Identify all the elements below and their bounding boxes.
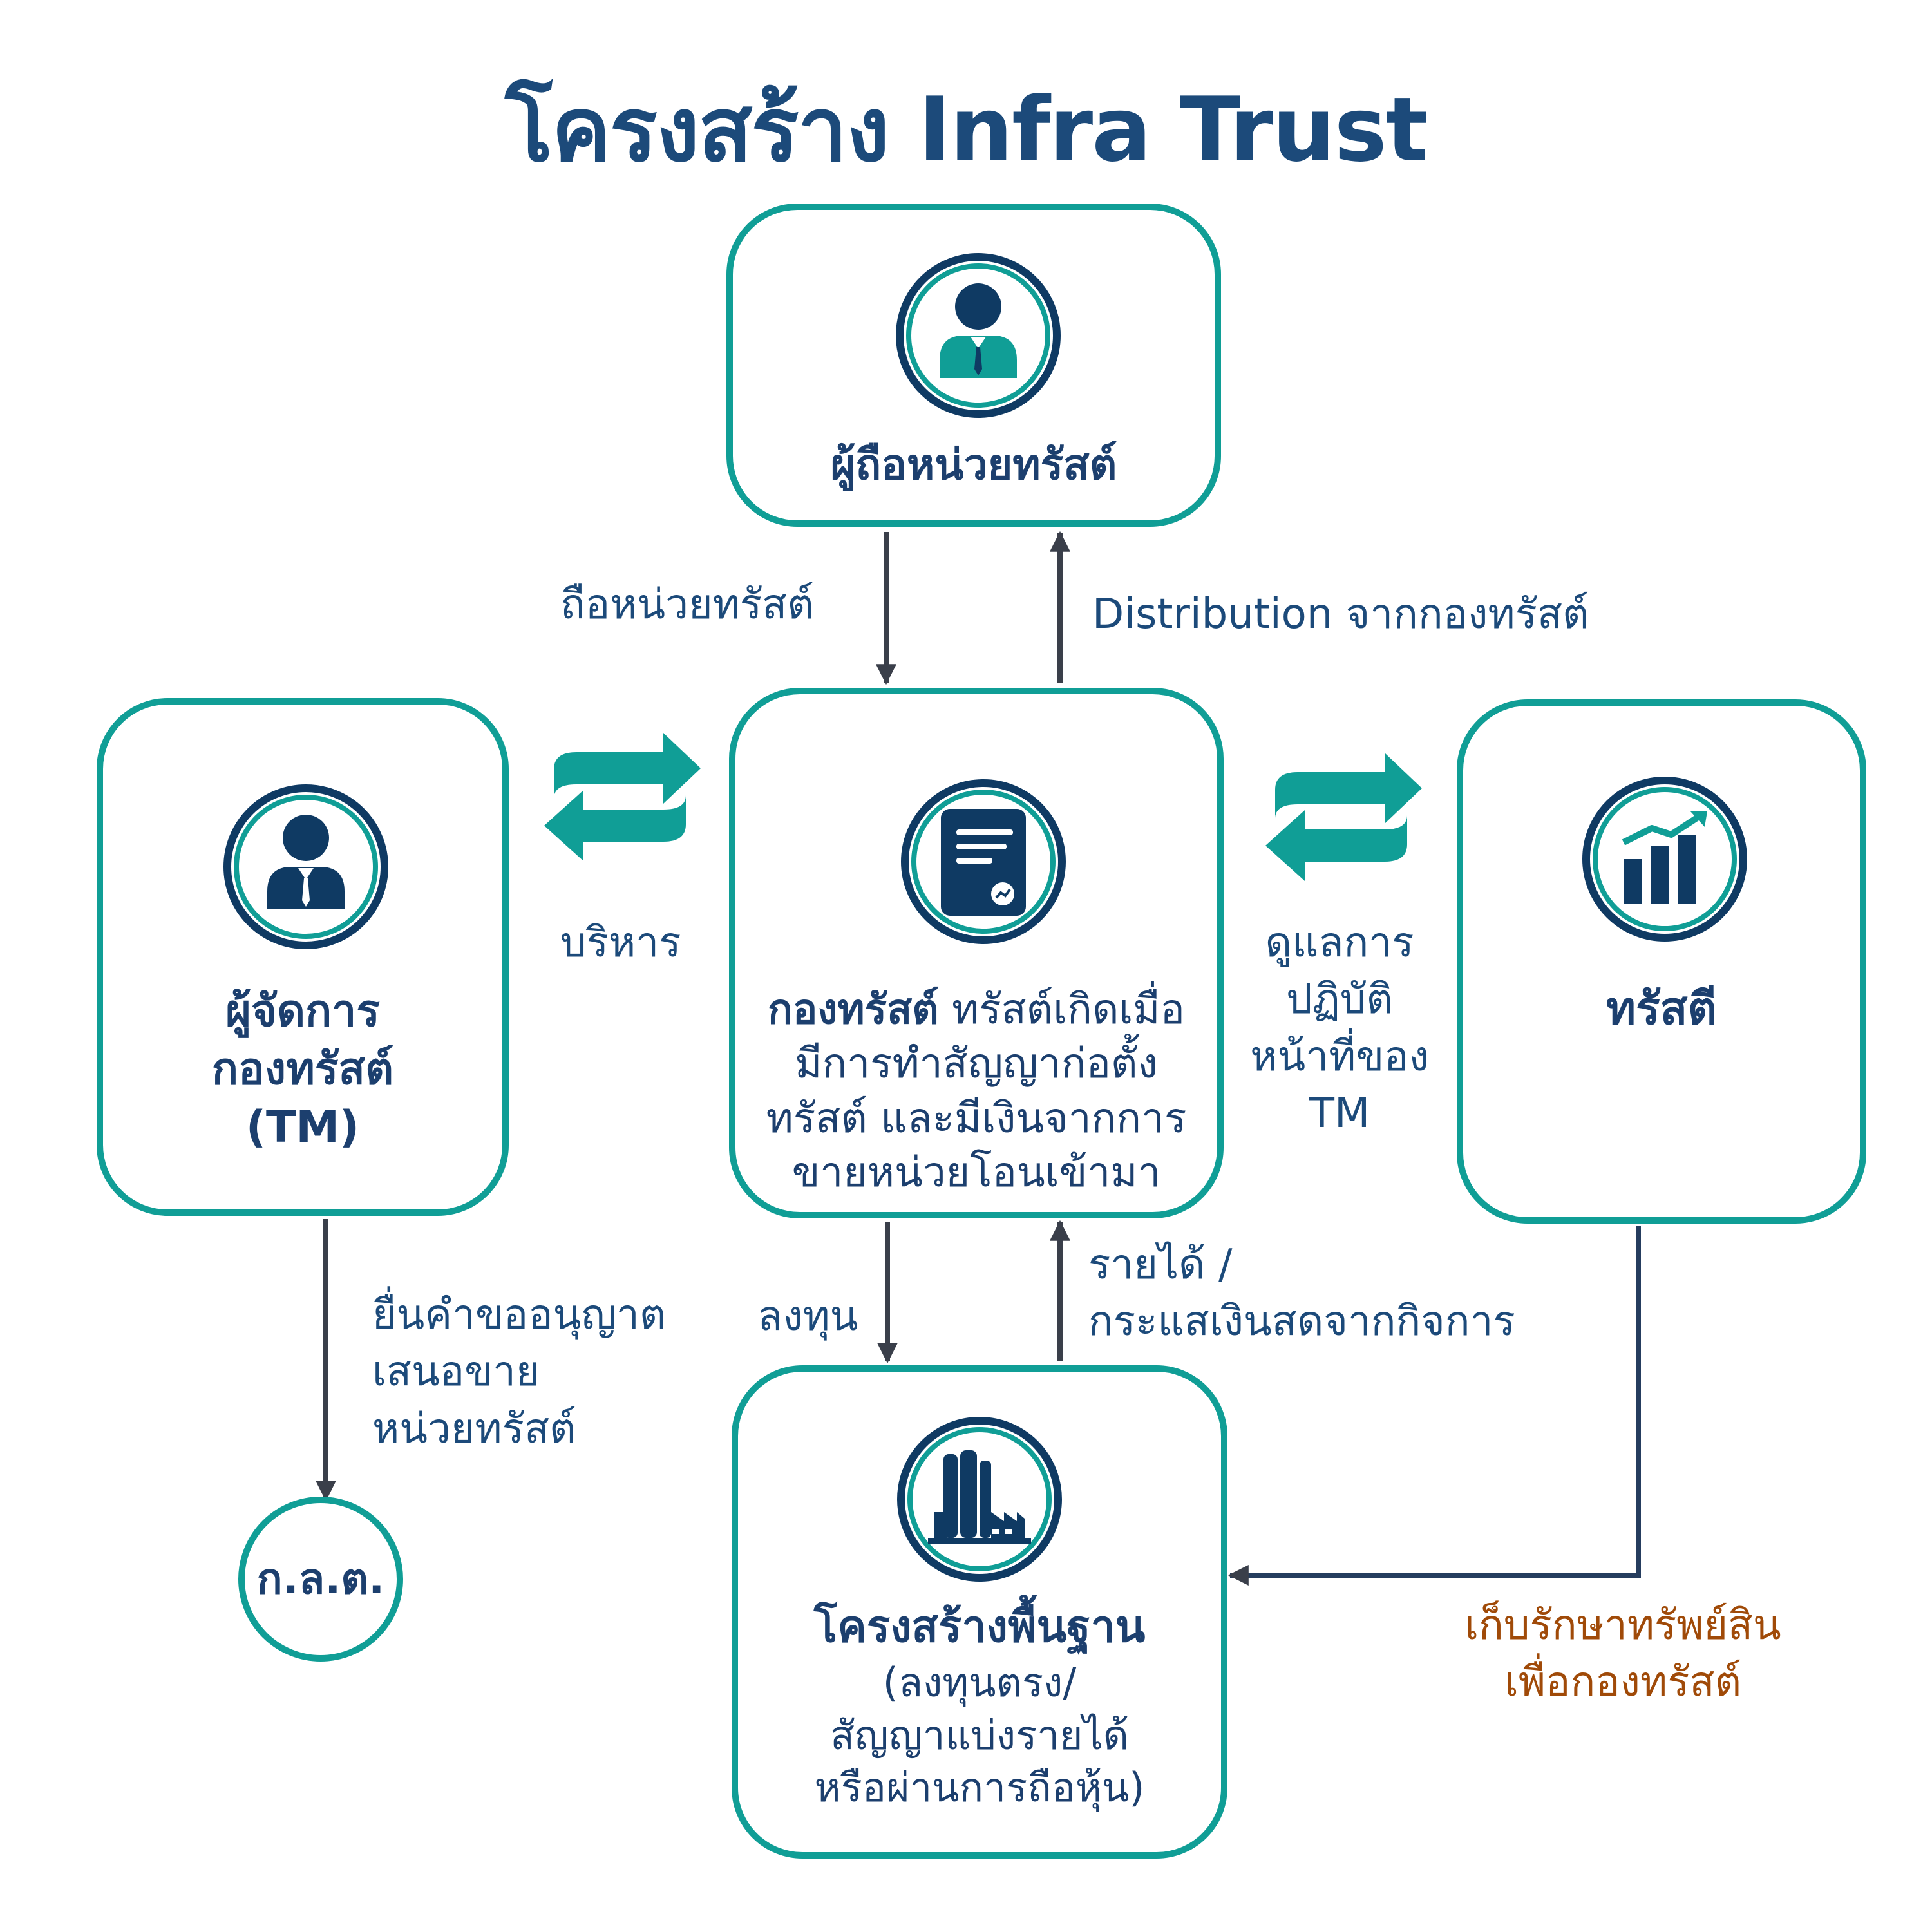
label-oversee: ดูแลการ ปฏิบัติ หน้าที่ของ TM (1250, 919, 1429, 1137)
infrastructure-line4: หรือผ่านการถือหุ้น) (814, 1764, 1145, 1812)
trust-fund-line1: ทรัสต์เกิดเมื่อ (938, 986, 1185, 1034)
label-distribution: Distribution จากกองทรัสต์ (1092, 591, 1589, 638)
infrastructure-line3: สัญญาแบ่งรายได้ (830, 1711, 1129, 1759)
node-unitholders: ผู้ถือหน่วยทรัสต์ (726, 204, 1221, 527)
node-trust-manager: ผู้จัดการ กองทรัสต์ (TM) (97, 698, 509, 1216)
infrastructure-title: โครงสร้างพื้นฐาน (813, 1602, 1146, 1653)
label-invest: ลงทุน (757, 1293, 858, 1340)
unitholders-label: ผู้ถือหน่วยทรัสต์ (830, 440, 1117, 489)
trust-fund-line3: ทรัสต์ และมีเงินจากการ (766, 1094, 1187, 1142)
node-sec: ก.ล.ต. (238, 1497, 403, 1662)
person-icon (896, 253, 1061, 418)
trust-fund-line2: มีการทำสัญญาก่อตั้ง (795, 1040, 1158, 1088)
node-infrastructure: โครงสร้างพื้นฐาน (ลงทุนตรง/ สัญญาแบ่งราย… (732, 1365, 1227, 1859)
factory-icon (897, 1417, 1062, 1582)
node-trustee: ทรัสตี (1457, 699, 1866, 1224)
label-revenue: รายได้ / กระแสเงินสดจากกิจการ (1088, 1241, 1515, 1346)
label-hold-units: ถือหน่วยทรัสต์ (560, 581, 814, 629)
exchange-arrows-icon (1265, 753, 1422, 881)
label-manage: บริหาร (560, 919, 681, 967)
arrow-custody (1227, 1226, 1641, 1586)
manager-line3: (TM) (245, 1101, 360, 1153)
document-chart-icon (901, 779, 1066, 944)
infrastructure-line2: (ลงทุนตรง/ (882, 1658, 1077, 1706)
manager-line2: กองทรัสต์ (211, 1043, 394, 1095)
label-apply: ยื่นคำขออนุญาต เสนอขาย หน่วยทรัสต์ (372, 1291, 667, 1453)
bar-chart-growth-icon (1582, 777, 1747, 942)
node-trust-fund: กองทรัสต์ ทรัสต์เกิดเมื่อ มีการทำสัญญาก่… (729, 688, 1224, 1218)
diagram-title: โครงสร้าง Infra Trust (505, 78, 1428, 182)
trustee-label: ทรัสตี (1606, 982, 1717, 1035)
trust-fund-line4: ขายหน่วยโอนเข้ามา (791, 1149, 1161, 1197)
person-icon (223, 784, 388, 949)
label-custody: เก็บรักษาทรัพย์สิน เพื่อกองทรัสต์ (1464, 1602, 1781, 1707)
exchange-arrows-icon (544, 733, 701, 861)
manager-line1: ผู้จัดการ (225, 986, 380, 1037)
trust-fund-title: กองทรัสต์ (768, 986, 939, 1034)
